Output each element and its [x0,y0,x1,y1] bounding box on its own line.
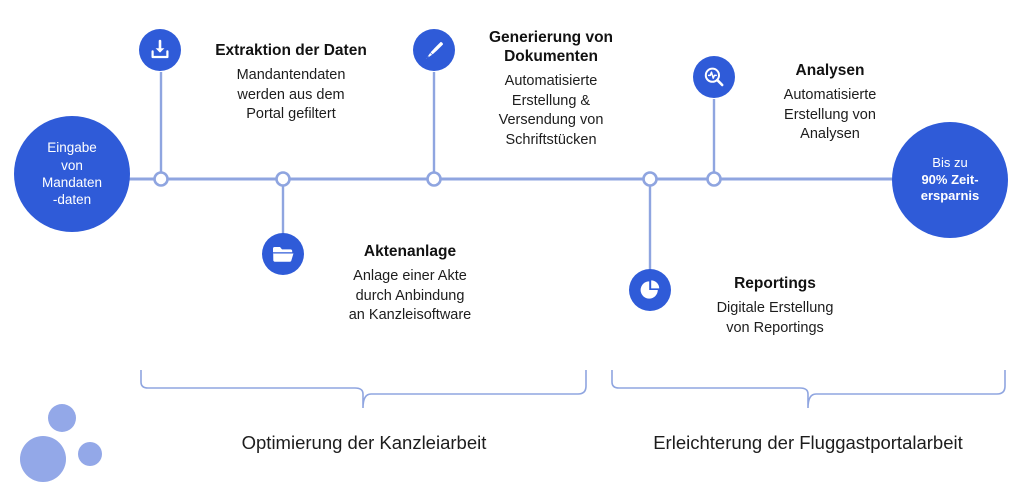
timeline-node-markers [153,171,722,187]
end-node-line-3: ersparnis [920,188,980,204]
end-node-circle: Bis zu 90% Zeit- ersparnis [892,122,1008,238]
step-generierung-description: Automatisierte Erstellung & Versendung v… [498,72,604,148]
decorative-dot-small [78,442,102,466]
magnifier-pulse-icon [693,56,735,98]
folder-icon [262,233,304,275]
step-aktenanlage-text: Aktenanlage Anlage einer Akte durch Anbi… [296,243,524,326]
node-marker-extraktion [153,171,169,187]
decorative-dot-large [20,436,66,482]
start-node-line-2: von [61,157,83,173]
start-node-line-4: -daten [52,192,92,208]
group-label-left: Optimierung der Kanzleiarbeit [241,432,487,453]
step-extraktion-title: Extraktion der Daten [215,42,367,59]
pen-icon [413,29,455,71]
group-bracket-right [611,370,1006,409]
step-analysen-title: Analysen [795,62,865,79]
end-node-line-2: 90% Zeit- [921,171,979,187]
group-bracket-left [140,370,587,409]
node-marker-aktenanlage [275,171,291,187]
step-analysen-text: Analysen Automatisierte Erstellung von A… [728,62,932,145]
pie-chart-icon [629,269,671,311]
node-marker-generierung [426,171,442,187]
step-generierung-text: Generierung von Dokumenten Automatisiert… [448,29,654,151]
step-reportings-title: Reportings [734,275,816,292]
step-reportings-text: Reportings Digitale Erstellung von Repor… [664,275,886,338]
node-marker-reportings [642,171,658,187]
step-extraktion-text: Extraktion der Daten Mandantendaten werd… [176,42,406,125]
step-analysen-description: Automatisierte Erstellung von Analysen [783,86,877,143]
start-node-line-1: Eingabe [47,140,97,156]
step-generierung-title: Generierung von Dokumenten [488,29,614,65]
step-extraktion-description: Mandantendaten werden aus dem Portal gef… [236,66,346,123]
step-aktenanlage-description: Anlage einer Akte durch Anbindung an Kan… [348,267,472,324]
step-reportings-description: Digitale Erstellung von Reportings [716,299,834,336]
start-node-line-3: Mandaten [41,175,103,190]
step-aktenanlage-title: Aktenanlage [363,243,457,260]
group-label-right: Erleichterung der Fluggastportalarbeit [653,432,963,453]
start-node-circle: Eingabe von Mandaten -daten [14,116,130,232]
download-icon [139,29,181,71]
end-node-line-1: Bis zu [932,155,968,171]
node-marker-analysen [706,171,722,187]
decorative-dot-top [48,404,76,432]
